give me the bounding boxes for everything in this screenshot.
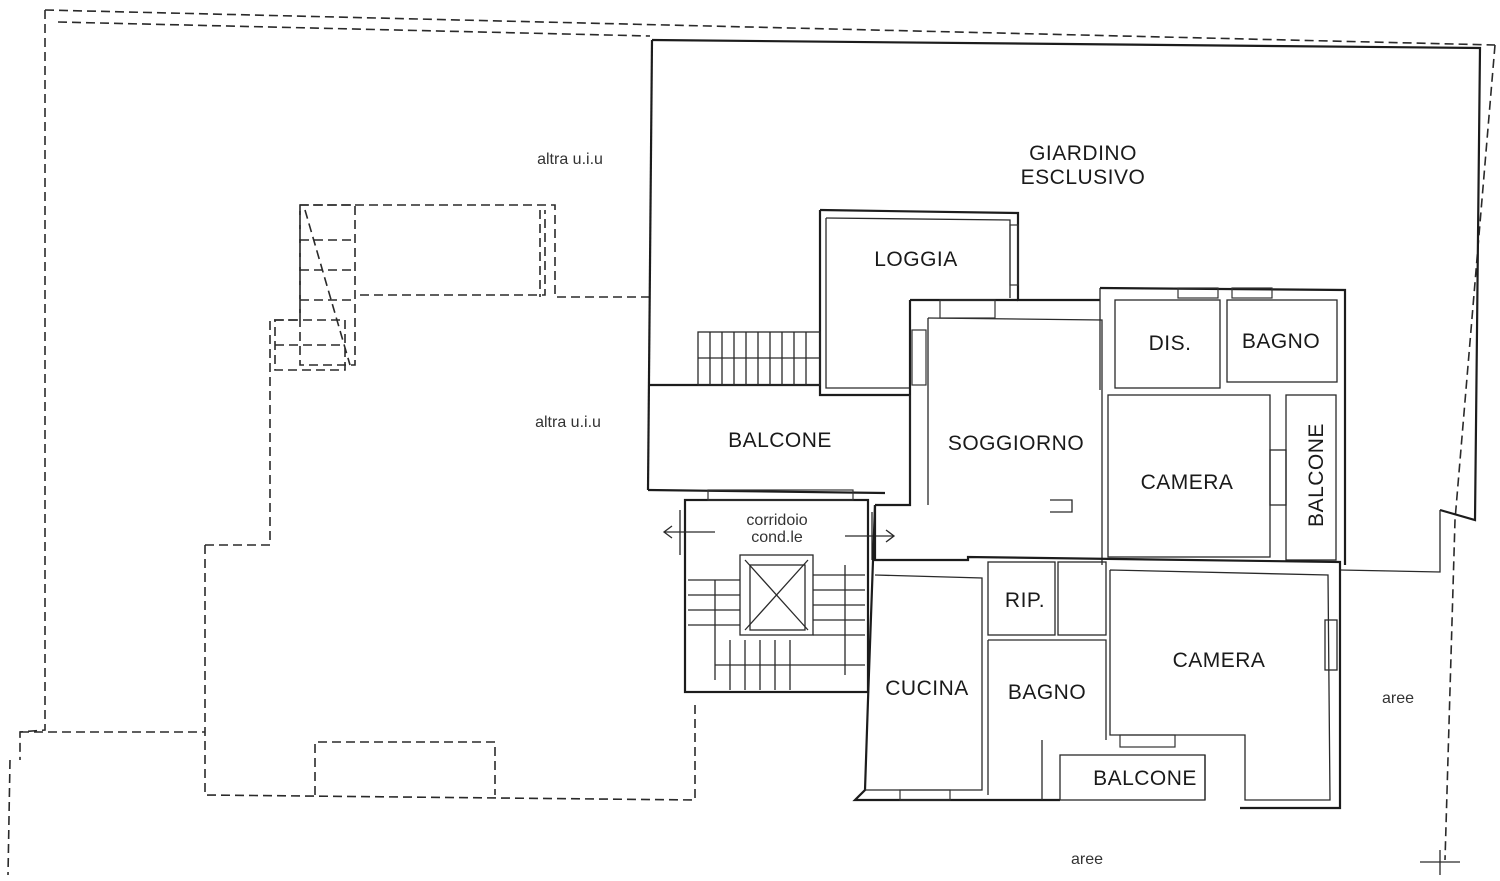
garden-outline: [646, 38, 1482, 573]
bedroom-bottom-label: CAMERA: [1173, 649, 1266, 672]
balcony-left-label: BALCONE: [728, 429, 832, 452]
neighbour-unit-label-middle: altra u.i.u: [535, 414, 601, 431]
bedroom-top-label: CAMERA: [1141, 471, 1234, 494]
living-room-label: SOGGIORNO: [948, 432, 1084, 455]
areas-label-right: aree: [1382, 690, 1414, 707]
window-marks: [707, 224, 1273, 801]
garden-label-line2: ESCLUSIVO: [1021, 166, 1146, 189]
garden-label-line1: GIARDINO: [1029, 142, 1137, 165]
balcony-bottom-label: BALCONE: [1093, 767, 1197, 790]
survey-mark: [1420, 850, 1460, 875]
neighbour-unit-outline: [204, 204, 696, 801]
corridor-label-line2: cond.le: [751, 529, 803, 546]
kitchen-label: CUCINA: [885, 677, 969, 700]
areas-label-bottom: aree: [1071, 851, 1103, 868]
neighbour-stair: [274, 204, 356, 371]
storage-label: RIP.: [1005, 589, 1045, 612]
bathroom-top-label: BAGNO: [1242, 330, 1320, 353]
apartment-walls: [647, 208, 1347, 810]
balcony-vertical-label: BALCONE: [1305, 423, 1328, 527]
corridor-label-line1: corridoio: [746, 512, 807, 529]
bathroom-bottom-label: BAGNO: [1008, 681, 1086, 704]
neighbour-unit-label-top: altra u.i.u: [537, 151, 603, 168]
loggia-label: LOGGIA: [874, 248, 958, 271]
property-boundary: [7, 9, 1496, 876]
disimpegno-label: DIS.: [1149, 332, 1192, 355]
